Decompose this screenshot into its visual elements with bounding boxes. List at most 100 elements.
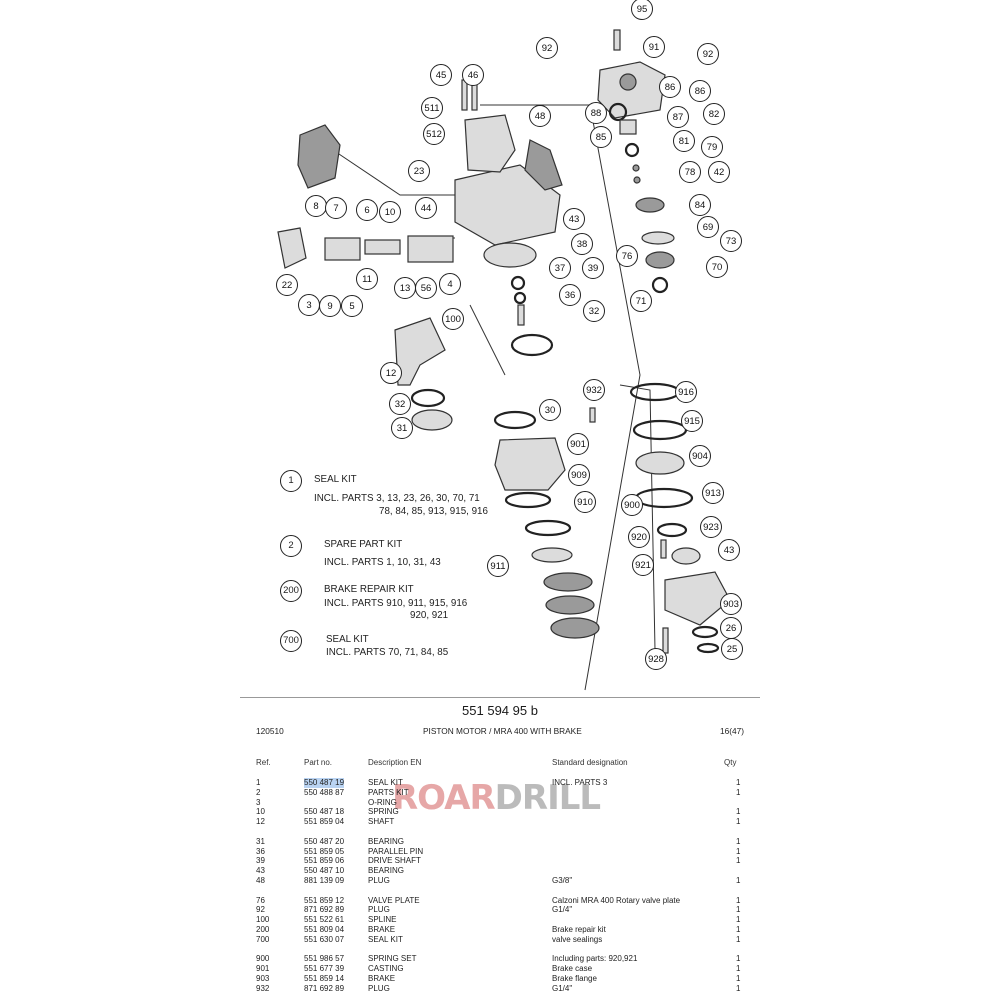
cell-description: SEAL KIT <box>368 934 403 944</box>
callout-balloon: 916 <box>675 381 697 403</box>
callout-balloon: 95 <box>631 0 653 20</box>
callout-balloon: 31 <box>391 417 413 439</box>
cell-ref: 92 <box>256 905 265 915</box>
document-title: PISTON MOTOR / MRA 400 WITH BRAKE <box>423 726 582 736</box>
table-row <box>0 945 1000 955</box>
cell-qty: 1 <box>736 983 741 993</box>
callout-balloon: 913 <box>702 482 724 504</box>
callout-balloon: 512 <box>423 123 445 145</box>
callout-balloon: 91 <box>643 36 665 58</box>
cell-description: PLUG <box>368 905 390 915</box>
cell-ref: 2 <box>256 787 261 797</box>
cell-qty: 1 <box>736 836 741 846</box>
cell-ref: 39 <box>256 856 265 866</box>
callout-balloon: 46 <box>462 64 484 86</box>
callout-balloon: 920 <box>628 526 650 548</box>
callout-balloon: 87 <box>667 106 689 128</box>
cell-part-number: 551 859 06 <box>304 856 345 866</box>
callout-balloon: 70 <box>706 256 728 278</box>
cell-part-number: 550 487 20 <box>304 836 345 846</box>
cell-description: BEARING <box>368 866 405 876</box>
cell-qty: 1 <box>736 915 741 925</box>
cell-description: SPLINE <box>368 915 397 925</box>
page-number: 16(47) <box>720 726 744 736</box>
cell-description: VALVE PLATE <box>368 895 420 905</box>
callout-balloon: 84 <box>689 194 711 216</box>
cell-part-number: 871 692 89 <box>304 983 345 993</box>
cell-part-number: 550 487 19 <box>304 778 345 788</box>
callout-balloon: 901 <box>567 433 589 455</box>
cell-qty: 1 <box>736 905 741 915</box>
date-code: 120510 <box>256 726 284 736</box>
callout-balloon: 79 <box>701 136 723 158</box>
kit-number: 1 <box>280 470 302 492</box>
cell-ref: 901 <box>256 964 270 974</box>
cell-standard-designation: Including parts: 920,921 <box>552 954 638 964</box>
callout-balloon: 10 <box>379 201 401 223</box>
cell-ref: 900 <box>256 954 270 964</box>
cell-part-number: 551 630 07 <box>304 934 345 944</box>
cell-description: O-RING <box>368 797 397 807</box>
cell-standard-designation: valve sealings <box>552 934 603 944</box>
cell-qty: 1 <box>736 807 741 817</box>
cell-ref: 36 <box>256 846 265 856</box>
cell-qty: 1 <box>736 974 741 983</box>
kit-title: SEAL KIT <box>326 634 369 645</box>
cell-ref: 200 <box>256 925 270 934</box>
callout-balloon: 25 <box>721 638 743 660</box>
cell-description: PARALLEL PIN <box>368 846 424 856</box>
table-row <box>0 886 1000 896</box>
cell-ref: 700 <box>256 934 270 944</box>
callout-balloon: 100 <box>442 308 464 330</box>
callout-balloon: 30 <box>539 399 561 421</box>
callout-balloon: 915 <box>681 410 703 432</box>
cell-part-number: 881 139 09 <box>304 876 345 885</box>
cell-part-number: 550 487 10 <box>304 866 345 876</box>
column-header-part: Part no. <box>304 758 333 767</box>
callout-balloon: 69 <box>697 216 719 238</box>
callout-balloon: 3 <box>298 294 320 316</box>
cell-part-number: 551 986 57 <box>304 954 345 964</box>
callout-balloon: 44 <box>415 197 437 219</box>
callout-balloon: 928 <box>645 648 667 670</box>
callout-balloon: 38 <box>571 233 593 255</box>
callout-balloon: 6 <box>356 199 378 221</box>
callout-balloon: 37 <box>549 257 571 279</box>
callout-balloon: 900 <box>621 494 643 516</box>
cell-description: SEAL KIT <box>368 778 403 787</box>
callout-balloon: 23 <box>408 160 430 182</box>
callout-balloon: 26 <box>720 617 742 639</box>
callout-balloon: 32 <box>583 300 605 322</box>
cell-description: SHAFT <box>368 817 395 827</box>
cell-qty: 1 <box>736 787 741 797</box>
kit-number: 2 <box>280 535 302 557</box>
cell-qty: 1 <box>736 964 741 974</box>
callout-balloon: 511 <box>421 97 443 119</box>
cell-qty: 1 <box>736 876 741 885</box>
callout-balloon: 92 <box>697 43 719 65</box>
cell-part-number: 551 809 04 <box>304 925 345 934</box>
callout-balloon: 73 <box>720 230 742 252</box>
callout-balloon: 92 <box>536 37 558 59</box>
callout-balloon: 4 <box>439 273 461 295</box>
kit-includes: INCL. PARTS 3, 13, 23, 26, 30, 70, 71 <box>314 493 480 504</box>
kit-includes: INCL. PARTS 70, 71, 84, 85 <box>326 647 449 658</box>
kit-title: SEAL KIT <box>314 474 357 485</box>
callout-balloon: 909 <box>568 464 590 486</box>
callout-balloon: 88 <box>585 102 607 124</box>
cell-ref: 31 <box>256 836 265 846</box>
callout-balloon: 48 <box>529 105 551 127</box>
cell-standard-designation: Brake repair kit <box>552 925 606 934</box>
callout-balloon: 36 <box>559 284 581 306</box>
